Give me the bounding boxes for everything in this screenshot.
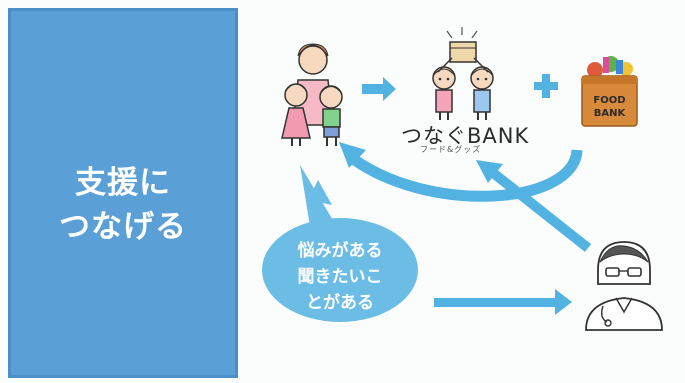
food-bank-box-icon: FOOD BANK [581,56,638,127]
bubble-line-1: 悩みがある [297,241,383,261]
arrow-bubble-to-doctor [434,289,572,315]
bubble-line-2: 聞きたいこ [297,267,383,287]
arrow-family-to-bank [362,77,396,101]
speech-bubble [262,165,418,322]
bank-name: つなぐBANK [401,124,530,148]
doctor-icon [585,241,663,331]
bubble-text: 悩みがある 聞きたいこ とがある [275,238,405,316]
kids-holding-box-icon [432,27,494,120]
left-blue-panel: 支援に つなげる [8,8,238,378]
food-box-label-1: FOOD [593,95,625,106]
bank-subtitle: フード&グッズ [420,145,482,154]
curved-arrow-to-family [339,142,583,202]
panel-heading: 支援に つなげる [11,161,235,249]
panel-line-2: つなげる [59,209,187,245]
panel-line-1: 支援に [75,165,171,201]
plus-icon [534,74,558,98]
arrow-doctor-to-bank [476,160,592,252]
food-box-label-2: BANK [594,108,627,119]
family-icon [281,43,343,146]
bubble-line-3: とがある [306,293,374,313]
